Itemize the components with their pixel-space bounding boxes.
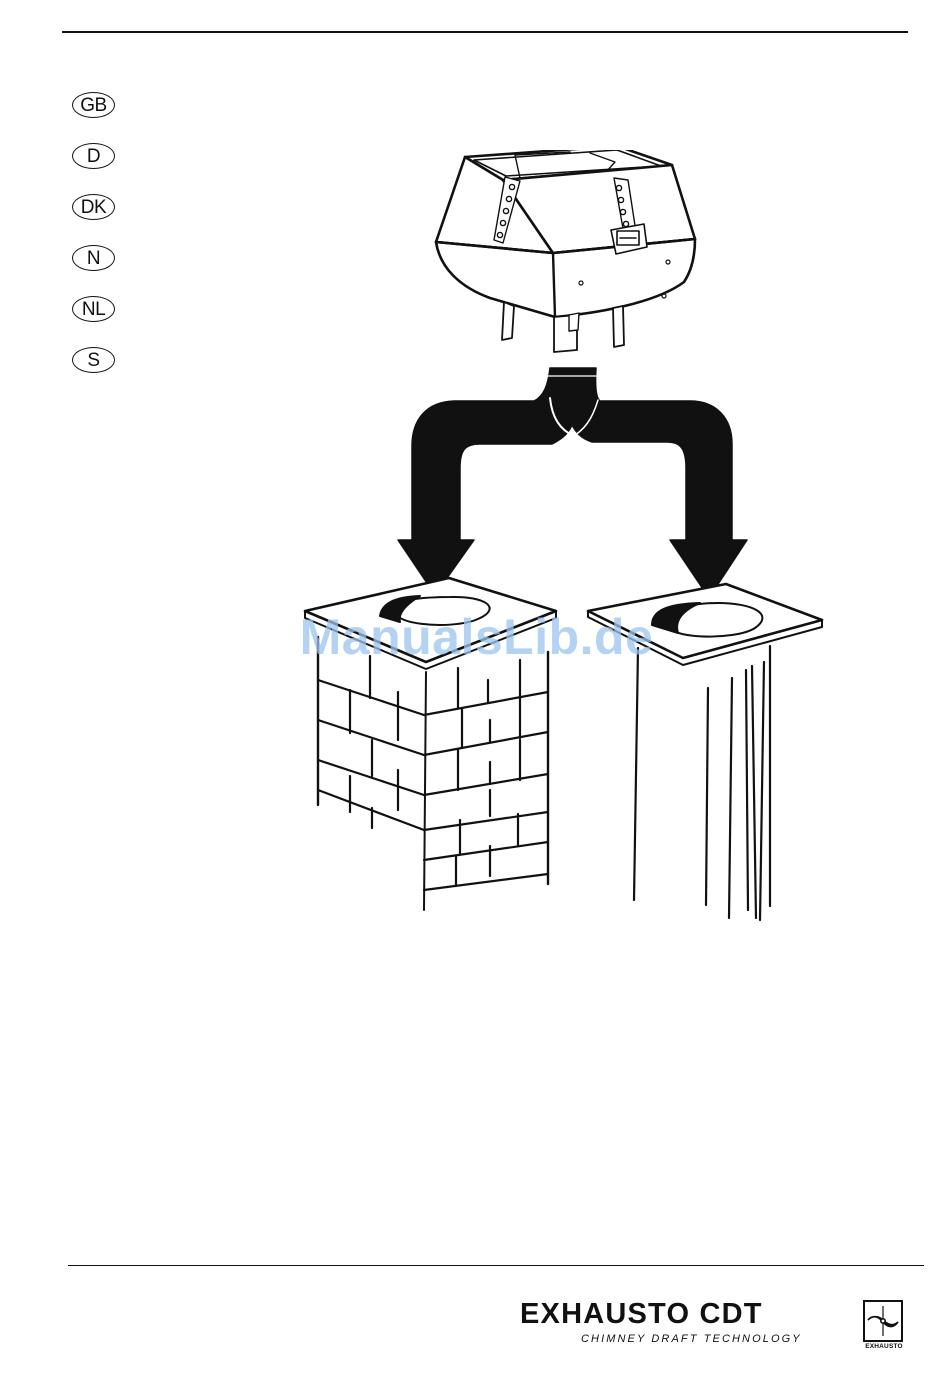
lang-badge-gb[interactable]: GB	[72, 92, 115, 118]
brand-logo: EXHAUSTO	[862, 1300, 905, 1352]
lang-code: D	[87, 147, 100, 166]
lang-code: GB	[80, 96, 106, 115]
top-rule	[62, 31, 908, 33]
lang-badge-n[interactable]: N	[72, 245, 115, 271]
lang-code: DK	[81, 198, 106, 217]
lang-badge-s[interactable]: S	[72, 347, 115, 373]
lang-code: NL	[82, 300, 105, 319]
brand-logo-text: EXHAUSTO	[860, 1343, 908, 1350]
brand-block: EXHAUSTO CDT CHIMNEY DRAFT TECHNOLOGY EX…	[520, 1298, 912, 1354]
lang-code: N	[87, 249, 100, 268]
language-list: GB D DK N NL S	[72, 92, 115, 398]
bottom-rule	[68, 1265, 924, 1266]
chimney-fan-icon	[436, 150, 695, 352]
watermark: ManualsLib.de	[289, 608, 664, 666]
split-arrow-icon	[398, 368, 747, 598]
lang-badge-dk[interactable]: DK	[72, 194, 115, 220]
lang-code: S	[87, 351, 99, 370]
brand-name: EXHAUSTO CDT	[520, 1298, 763, 1331]
brand-tagline: CHIMNEY DRAFT TECHNOLOGY	[581, 1333, 802, 1345]
lang-badge-nl[interactable]: NL	[72, 296, 115, 322]
propeller-logo-icon	[863, 1300, 903, 1342]
installation-illustration	[290, 150, 830, 930]
lang-badge-d[interactable]: D	[72, 143, 115, 169]
